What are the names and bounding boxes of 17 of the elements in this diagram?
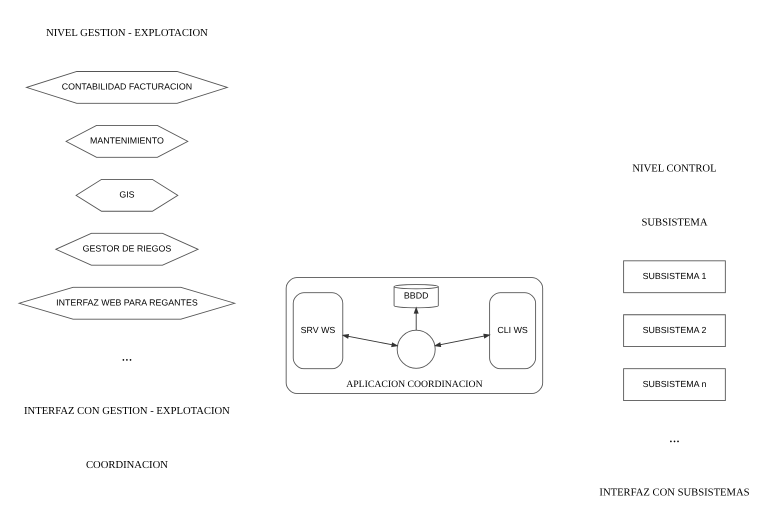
node-box: CLI WS <box>489 292 536 370</box>
arrow <box>434 334 491 348</box>
arrow <box>414 306 419 331</box>
arrow <box>342 334 399 348</box>
node-box: SUBSISTEMA 2 <box>623 314 726 348</box>
label: ... <box>122 348 132 365</box>
label: INTERFAZ CON SUBSISTEMAS <box>599 487 750 498</box>
label: ... <box>669 430 680 446</box>
node-box: SRV WS <box>292 292 344 370</box>
label: NIVEL GESTION - EXPLOTACION <box>46 28 208 40</box>
node-box: SUBSISTEMA n <box>623 368 726 401</box>
label: SUBSISTEMA <box>641 217 708 228</box>
node-box: SUBSISTEMA 1 <box>623 260 726 294</box>
label: NIVEL CONTROL <box>632 164 717 175</box>
label: COORDINACION <box>86 460 168 471</box>
node-circle <box>396 330 436 369</box>
label: INTERFAZ CON GESTION - EXPLOTACION <box>24 406 230 417</box>
